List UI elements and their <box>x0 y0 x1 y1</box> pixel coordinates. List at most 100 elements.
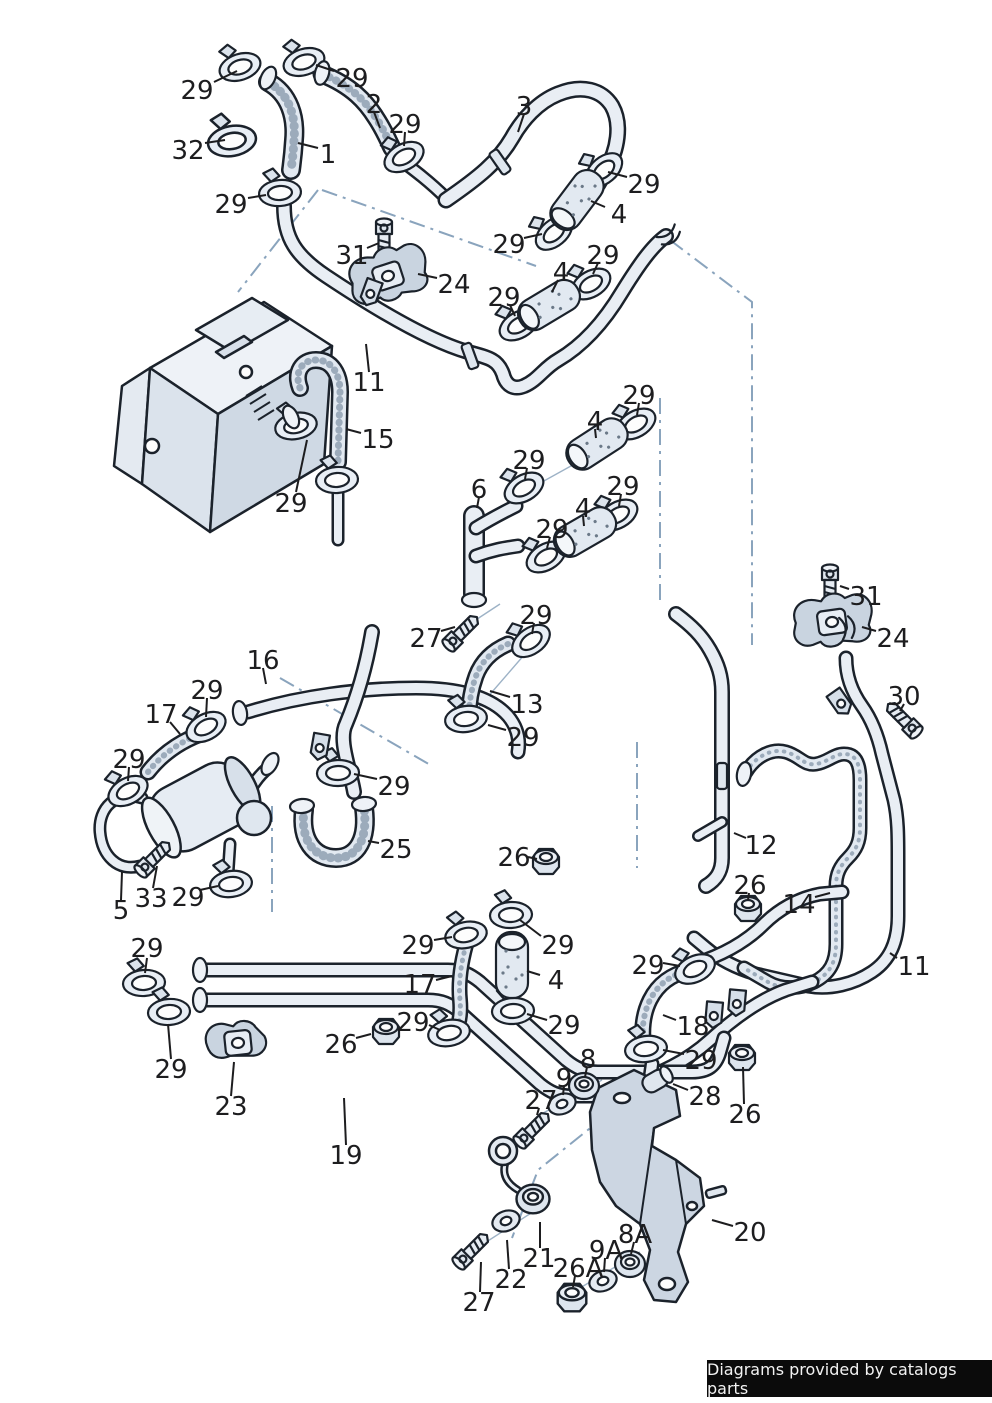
callout-4-52[interactable]: 4 <box>548 966 565 996</box>
callout-26-63[interactable]: 26 <box>728 1100 761 1130</box>
callout-31-11[interactable]: 31 <box>335 241 368 271</box>
callout-29-3[interactable]: 29 <box>388 110 421 140</box>
callout-29-0[interactable]: 29 <box>180 76 213 106</box>
callout-29-36[interactable]: 29 <box>506 723 539 753</box>
callout-20-66[interactable]: 20 <box>733 1218 766 1248</box>
callout-27-64[interactable]: 27 <box>524 1086 557 1116</box>
callout-9-61[interactable]: 9 <box>556 1064 573 1094</box>
callout-25-45[interactable]: 25 <box>379 835 412 865</box>
callout-5-42[interactable]: 5 <box>113 896 130 926</box>
callout-leader <box>524 467 528 480</box>
callout-13-34[interactable]: 13 <box>510 690 543 720</box>
callout-32-4[interactable]: 32 <box>171 136 204 166</box>
callout-27-72[interactable]: 27 <box>462 1288 495 1318</box>
callout-29-47[interactable]: 29 <box>401 931 434 961</box>
callout-22-71[interactable]: 22 <box>494 1265 527 1295</box>
callout-29-32[interactable]: 29 <box>190 676 223 706</box>
nut-icon <box>727 1043 757 1072</box>
bolt-icon <box>131 836 176 881</box>
callout-29-54[interactable]: 29 <box>396 1008 429 1038</box>
bracket-20 <box>588 1068 728 1304</box>
callout-29-55[interactable]: 29 <box>547 1011 580 1041</box>
callout-16-30[interactable]: 16 <box>246 646 279 676</box>
callout-leader <box>672 1083 689 1091</box>
callout-leader <box>297 142 319 149</box>
callout-29-35[interactable]: 29 <box>112 745 145 775</box>
callout-leader <box>572 1275 576 1288</box>
callout-29-37[interactable]: 29 <box>377 772 410 802</box>
callout-26A-69[interactable]: 26A <box>553 1254 604 1284</box>
callout-29-50[interactable]: 29 <box>631 951 664 981</box>
callout-24-14[interactable]: 24 <box>437 270 470 300</box>
callout-17-33[interactable]: 17 <box>144 700 177 730</box>
callout-27-28[interactable]: 27 <box>409 624 442 654</box>
callout-leader <box>417 273 438 279</box>
callout-leader <box>551 279 559 293</box>
callout-29-46[interactable]: 29 <box>130 934 163 964</box>
callout-24-27[interactable]: 24 <box>876 624 909 654</box>
callout-26-39[interactable]: 26 <box>497 843 530 873</box>
callout-29-1[interactable]: 29 <box>335 64 368 94</box>
hose-17-upper <box>145 729 209 775</box>
callout-29-48[interactable]: 29 <box>541 931 574 961</box>
callout-17-51[interactable]: 17 <box>403 970 436 1000</box>
callout-30-31[interactable]: 30 <box>887 682 920 712</box>
callout-29-9[interactable]: 29 <box>214 190 247 220</box>
callout-leader <box>295 439 308 493</box>
callout-23-58[interactable]: 23 <box>214 1092 247 1122</box>
callout-leader <box>839 585 850 590</box>
callout-18-56[interactable]: 18 <box>676 1012 709 1042</box>
pipe-11 <box>278 200 672 393</box>
callout-leader <box>594 428 597 439</box>
callout-29-44[interactable]: 29 <box>171 883 204 913</box>
callout-3-6[interactable]: 3 <box>516 92 533 122</box>
callout-31-26[interactable]: 31 <box>849 582 882 612</box>
callout-2-2[interactable]: 2 <box>366 90 383 120</box>
callout-4-23[interactable]: 4 <box>575 494 592 524</box>
pipe-12 <box>670 608 728 892</box>
callout-21-70[interactable]: 21 <box>522 1244 555 1274</box>
callout-28-62[interactable]: 28 <box>688 1082 721 1112</box>
callout-leader <box>167 1023 172 1060</box>
callout-29-13[interactable]: 29 <box>586 241 619 271</box>
callout-29-20[interactable]: 29 <box>512 446 545 476</box>
callout-4-18[interactable]: 4 <box>587 407 604 437</box>
callout-26-57[interactable]: 26 <box>324 1030 357 1060</box>
callout-8A-67[interactable]: 8A <box>618 1220 653 1250</box>
callout-leader <box>428 1024 441 1031</box>
callout-leader <box>603 1257 606 1273</box>
callout-leader <box>592 262 599 275</box>
callout-1-5[interactable]: 1 <box>320 140 337 170</box>
callout-29-7[interactable]: 29 <box>627 170 660 200</box>
callout-8-60[interactable]: 8 <box>580 1045 597 1075</box>
callout-29-24[interactable]: 29 <box>274 489 307 519</box>
callout-4-12[interactable]: 4 <box>553 258 570 288</box>
callout-11-49[interactable]: 11 <box>897 952 930 982</box>
callout-14-41[interactable]: 14 <box>782 890 815 920</box>
callout-29-59[interactable]: 29 <box>684 1046 717 1076</box>
callout-leader <box>144 957 148 974</box>
callout-29-53[interactable]: 29 <box>154 1055 187 1085</box>
callout-15-19[interactable]: 15 <box>361 425 394 455</box>
callout-leader <box>562 1085 565 1096</box>
callout-leader <box>373 111 381 129</box>
port-ring-icon <box>230 699 250 727</box>
callout-29-22[interactable]: 29 <box>606 472 639 502</box>
callout-29-17[interactable]: 29 <box>622 381 655 411</box>
callout-29-29[interactable]: 29 <box>519 601 552 631</box>
callout-4-8[interactable]: 4 <box>611 200 628 230</box>
callout-9A-68[interactable]: 9A <box>589 1236 624 1266</box>
callout-leader <box>152 865 158 889</box>
callout-26-40[interactable]: 26 <box>733 871 766 901</box>
callout-19-65[interactable]: 19 <box>329 1141 362 1171</box>
callout-29-25[interactable]: 29 <box>535 515 568 545</box>
callout-6-21[interactable]: 6 <box>471 475 488 505</box>
callout-11-16[interactable]: 11 <box>352 368 385 398</box>
connector-hose-icon <box>543 162 611 238</box>
callout-33-43[interactable]: 33 <box>134 884 167 914</box>
callout-29-10[interactable]: 29 <box>492 230 525 260</box>
callout-leader <box>607 171 628 178</box>
callout-29-15[interactable]: 29 <box>487 283 520 313</box>
callout-12-38[interactable]: 12 <box>744 831 777 861</box>
